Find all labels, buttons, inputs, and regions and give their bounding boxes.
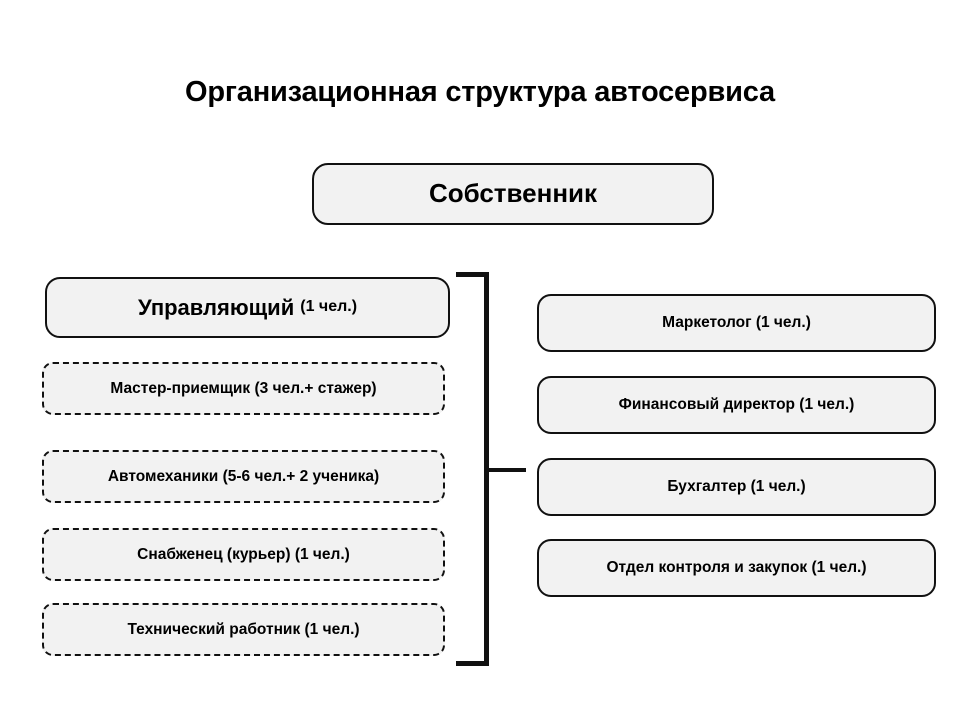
node-marketer[interactable]: Маркетолог (1 чел.) xyxy=(537,294,936,352)
node-owner[interactable]: Собственник xyxy=(312,163,714,225)
node-auto-mechanics-label: Автомеханики (5-6 чел.+ 2 ученика) xyxy=(107,467,380,485)
node-control-and-procurement[interactable]: Отдел контроля и закупок (1 чел.) xyxy=(537,539,936,597)
node-owner-label: Собственник xyxy=(428,178,598,209)
bracket-arm-top xyxy=(456,272,489,277)
node-accountant[interactable]: Бухгалтер (1 чел.) xyxy=(537,458,936,516)
node-marketer-label: Маркетолог (1 чел.) xyxy=(662,314,811,332)
node-supply-courier[interactable]: Снабженец (курьер) (1 чел.) xyxy=(42,528,445,581)
node-financial-director-label: Финансовый директор (1 чел.) xyxy=(618,396,855,414)
node-manager[interactable]: Управляющий (1 чел.) xyxy=(45,277,450,338)
node-supply-courier-label: Снабженец (курьер) (1 чел.) xyxy=(137,545,350,563)
node-technical-worker[interactable]: Технический работник (1 чел.) xyxy=(42,603,445,656)
node-control-and-procurement-label: Отдел контроля и закупок (1 чел.) xyxy=(606,559,867,577)
node-master-receptionist[interactable]: Мастер-приемщик (3 чел.+ стажер) xyxy=(42,362,445,415)
node-accountant-label: Бухгалтер (1 чел.) xyxy=(667,478,806,496)
node-auto-mechanics[interactable]: Автомеханики (5-6 чел.+ 2 ученика) xyxy=(42,450,445,503)
page-title: Организационная структура автосервиса xyxy=(185,76,775,108)
node-technical-worker-label: Технический работник (1 чел.) xyxy=(127,620,360,638)
node-financial-director[interactable]: Финансовый директор (1 чел.) xyxy=(537,376,936,434)
node-manager-role: Управляющий xyxy=(137,294,295,320)
bracket-stub-middle xyxy=(486,468,526,472)
bracket-arm-bottom xyxy=(456,661,489,666)
node-manager-count: (1 чел.) xyxy=(300,298,358,316)
node-master-receptionist-label: Мастер-приемщик (3 чел.+ стажер) xyxy=(110,379,377,397)
